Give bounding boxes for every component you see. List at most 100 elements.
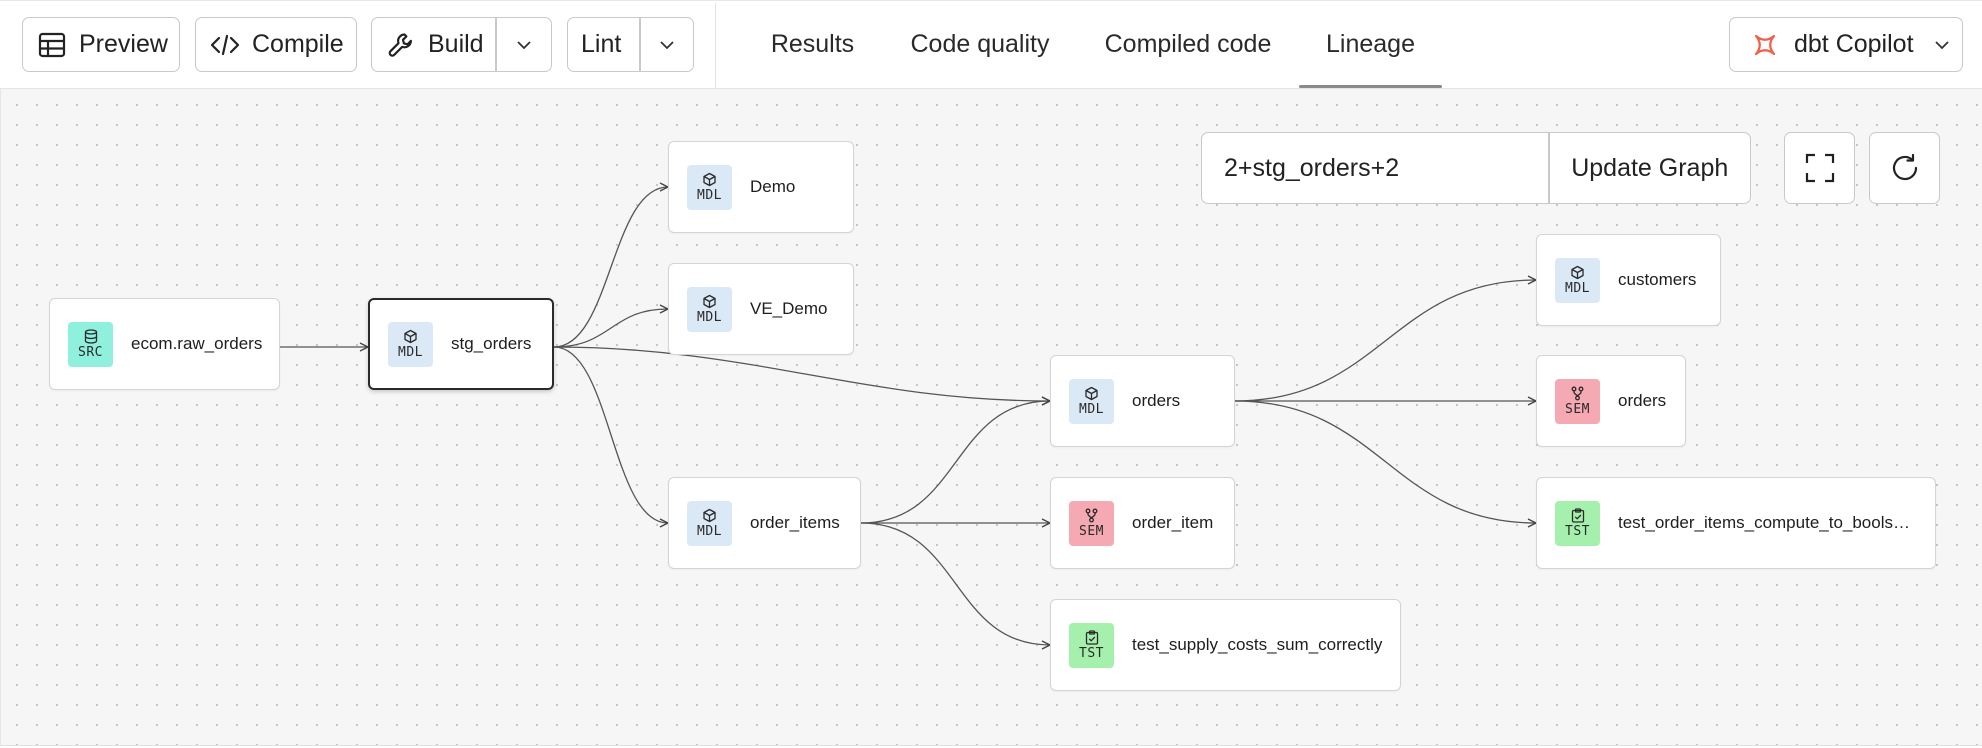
edge: [553, 309, 668, 348]
fullscreen-button[interactable]: [1784, 132, 1855, 204]
node-label: order_items: [750, 513, 840, 532]
node-label: orders: [1618, 391, 1667, 410]
cube-icon: [1085, 386, 1098, 400]
refresh-button[interactable]: [1869, 132, 1940, 204]
split-divider: [495, 18, 497, 71]
model-badge: MDL: [687, 500, 732, 546]
lineage-node-ve-demo[interactable]: MDL VE_Demo: [668, 263, 854, 355]
lineage-node-order-items[interactable]: MDL order_items: [668, 477, 861, 569]
preview-button[interactable]: Preview: [22, 17, 180, 72]
table-icon: [37, 30, 67, 60]
model-badge: MDL: [687, 164, 732, 210]
tab-label: Results: [770, 30, 855, 58]
cube-icon: [703, 294, 716, 308]
test-badge: TST: [1555, 500, 1600, 546]
code-icon: [210, 30, 240, 60]
edge: [553, 346, 1050, 401]
node-label: customers: [1618, 270, 1697, 289]
lineage-node-stg-orders[interactable]: MDL stg_orders: [368, 298, 554, 390]
badge-text: TST: [1565, 523, 1590, 539]
tab-code-quality[interactable]: Code quality: [900, 0, 1060, 89]
clipboard-check-icon: [1085, 629, 1098, 645]
tab-results[interactable]: Results: [760, 0, 865, 89]
tab-lineage[interactable]: Lineage: [1299, 0, 1442, 89]
node-label: Demo: [750, 177, 796, 196]
copilot-label: dbt Copilot: [1794, 30, 1914, 58]
badge-text: MDL: [1079, 401, 1104, 417]
edge: [1234, 280, 1536, 402]
node-label: ecom.raw_orders: [131, 334, 263, 353]
tab-label: Compiled code: [1104, 30, 1272, 58]
top-border: [0, 0, 1982, 3]
edge: [1234, 400, 1536, 523]
lint-button[interactable]: Lint: [581, 30, 622, 58]
lineage-node-orders-semantic[interactable]: SEM orders: [1536, 355, 1686, 447]
lineage-node-ecom-raw-orders[interactable]: SRC ecom.raw_orders: [49, 298, 280, 390]
split-divider: [639, 18, 641, 71]
cube-icon: [1571, 265, 1584, 279]
cube-icon: [404, 329, 417, 343]
fullscreen-icon: [1805, 153, 1834, 183]
lint-split-button: Lint: [567, 17, 694, 72]
selector-input[interactable]: [1202, 133, 1548, 203]
badge-text: MDL: [697, 187, 722, 203]
chevron-down-icon: [1934, 40, 1949, 49]
lint-dropdown[interactable]: [640, 18, 694, 71]
badge-text: MDL: [1565, 280, 1590, 296]
node-label: test_order_items_compute_to_bools_c...: [1618, 513, 1926, 532]
lineage-edges: [279, 89, 1982, 746]
build-dropdown[interactable]: [496, 18, 552, 71]
update-graph-label: Update Graph: [1571, 153, 1729, 182]
cube-icon: [703, 172, 716, 186]
copilot-sparkle-icon: [1750, 30, 1780, 60]
edge: [553, 346, 668, 523]
tab-compiled-code[interactable]: Compiled code: [1098, 0, 1278, 89]
test-badge: TST: [1069, 622, 1114, 668]
wrench-icon: [386, 30, 416, 60]
selector-divider: [1548, 133, 1550, 203]
tab-label: Lineage: [1326, 30, 1415, 58]
badge-text: MDL: [697, 523, 722, 539]
copilot-button[interactable]: dbt Copilot: [1729, 17, 1963, 72]
update-graph-button[interactable]: Update Graph: [1550, 133, 1751, 203]
model-badge: MDL: [1069, 378, 1114, 424]
lineage-node-test-supply-costs[interactable]: TST test_supply_costs_sum_correctly: [1050, 599, 1401, 691]
node-label: stg_orders: [451, 334, 532, 353]
compile-label: Compile: [252, 30, 344, 58]
refresh-icon: [1892, 153, 1917, 181]
toolbar-separator: [715, 3, 716, 89]
cube-icon: [703, 508, 716, 522]
node-label: test_supply_costs_sum_correctly: [1132, 635, 1383, 654]
badge-text: SEM: [1565, 401, 1590, 417]
tab-label: Code quality: [910, 30, 1050, 58]
lineage-node-order-item-semantic[interactable]: SEM order_item: [1050, 477, 1235, 569]
build-label: Build: [428, 30, 484, 58]
branch-icon: [1085, 508, 1098, 522]
clipboard-check-icon: [1571, 507, 1584, 523]
toolbar: Preview Compile Build Lint: [0, 0, 1982, 89]
source-badge: SRC: [68, 321, 113, 367]
model-badge: MDL: [1555, 257, 1600, 303]
lineage-node-customers[interactable]: MDL customers: [1536, 234, 1721, 326]
preview-label: Preview: [79, 30, 168, 58]
badge-text: SEM: [1079, 523, 1104, 539]
model-badge: MDL: [388, 321, 433, 367]
build-button[interactable]: Build: [372, 18, 484, 71]
lineage-node-orders[interactable]: MDL orders: [1050, 355, 1235, 447]
build-split-button: Build: [371, 17, 552, 72]
model-badge: MDL: [687, 286, 732, 332]
badge-text: SRC: [78, 344, 103, 360]
graph-selector: Update Graph: [1201, 132, 1751, 204]
semantic-badge: SEM: [1555, 378, 1600, 424]
edge: [553, 187, 668, 348]
badge-text: MDL: [398, 344, 423, 360]
badge-text: MDL: [697, 309, 722, 325]
lineage-node-test-order-items[interactable]: TST test_order_items_compute_to_bools_c.…: [1536, 477, 1936, 569]
chevron-down-icon: [660, 40, 674, 49]
lineage-node-demo[interactable]: MDL Demo: [668, 141, 854, 233]
compile-button[interactable]: Compile: [195, 17, 357, 72]
node-label: orders: [1132, 391, 1181, 410]
chevron-down-icon: [517, 40, 531, 49]
node-label: order_item: [1132, 513, 1214, 532]
edge: [860, 401, 1050, 524]
